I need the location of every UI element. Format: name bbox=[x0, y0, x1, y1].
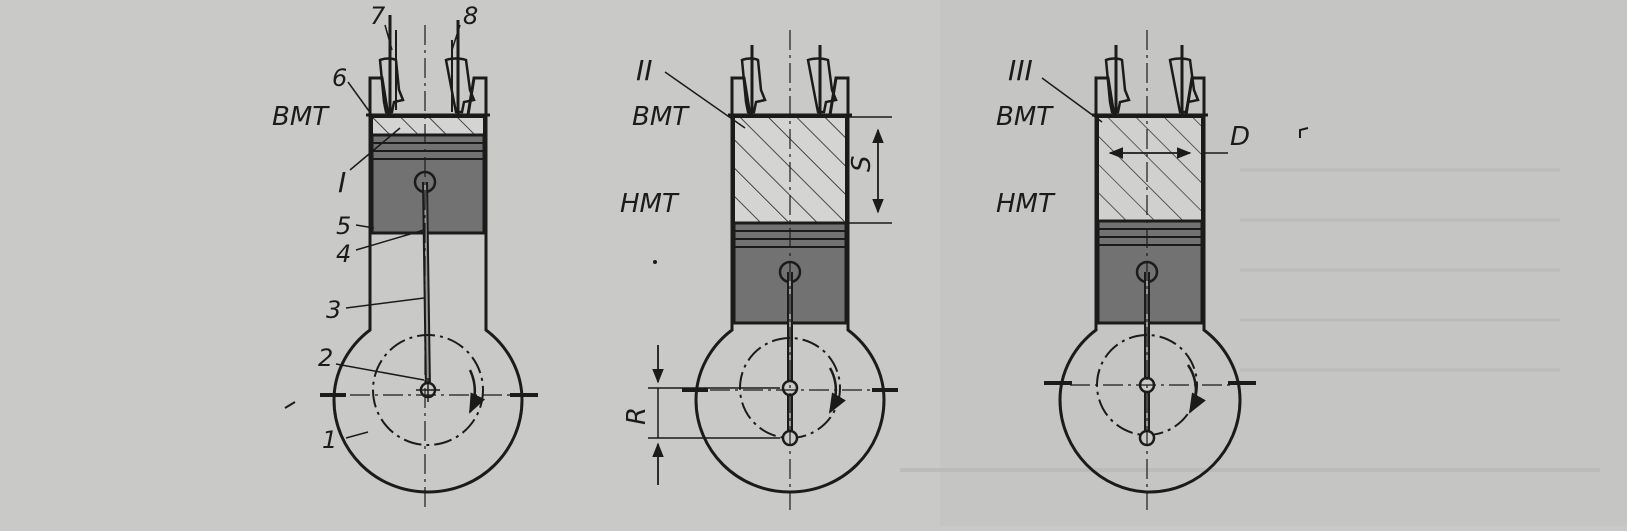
tdc-label-2: ВМТ bbox=[632, 102, 690, 132]
crankcase-outline bbox=[332, 115, 524, 494]
part-number-6: 6 bbox=[332, 64, 347, 92]
part-number-5: 5 bbox=[336, 212, 351, 240]
bore-label: D bbox=[1230, 122, 1250, 152]
bdc-label-2: НМТ bbox=[620, 189, 680, 219]
stage-label-3: III bbox=[1008, 54, 1033, 87]
bdc-label-3: НМТ bbox=[996, 189, 1056, 219]
intake-valve bbox=[1104, 45, 1131, 125]
cylinder-head bbox=[730, 76, 850, 116]
radius-label: R bbox=[622, 407, 652, 425]
cylinder-head bbox=[368, 76, 488, 116]
exhaust-valve bbox=[444, 20, 476, 125]
stage-label-2: II bbox=[636, 54, 653, 87]
combustion-chamber bbox=[371, 116, 485, 136]
tdc-label-3: ВМТ bbox=[996, 102, 1054, 132]
intake-valve bbox=[378, 15, 405, 125]
tdc-label-1: ВМТ bbox=[272, 102, 330, 132]
engine-2: S R II ВМТ НМТ bbox=[620, 30, 898, 510]
stage-label-1: I bbox=[338, 166, 346, 199]
stroke-label: S bbox=[847, 155, 877, 172]
cylinder-head bbox=[1094, 76, 1206, 116]
part-number-2: 2 bbox=[318, 344, 333, 372]
part-number-8: 8 bbox=[463, 2, 478, 30]
intake-valve bbox=[740, 45, 767, 125]
rotation-arrow-icon bbox=[468, 369, 486, 414]
engine-3: D III ВМТ НМТ bbox=[996, 30, 1309, 510]
part-number-7: 7 bbox=[370, 2, 386, 30]
part-number-4: 4 bbox=[336, 240, 351, 268]
exhaust-valve bbox=[1168, 45, 1200, 125]
part-number-1: 1 bbox=[322, 426, 337, 454]
crankcase-outline bbox=[1058, 115, 1242, 494]
rotation-arrow-icon bbox=[1186, 364, 1206, 414]
crank-circle bbox=[372, 334, 484, 446]
engine-1: 7 8 6 ВМТ I 5 4 3 2 1 bbox=[272, 2, 538, 510]
total-volume bbox=[1097, 116, 1203, 222]
exhaust-valve bbox=[806, 45, 838, 125]
part-number-3: 3 bbox=[326, 296, 341, 324]
